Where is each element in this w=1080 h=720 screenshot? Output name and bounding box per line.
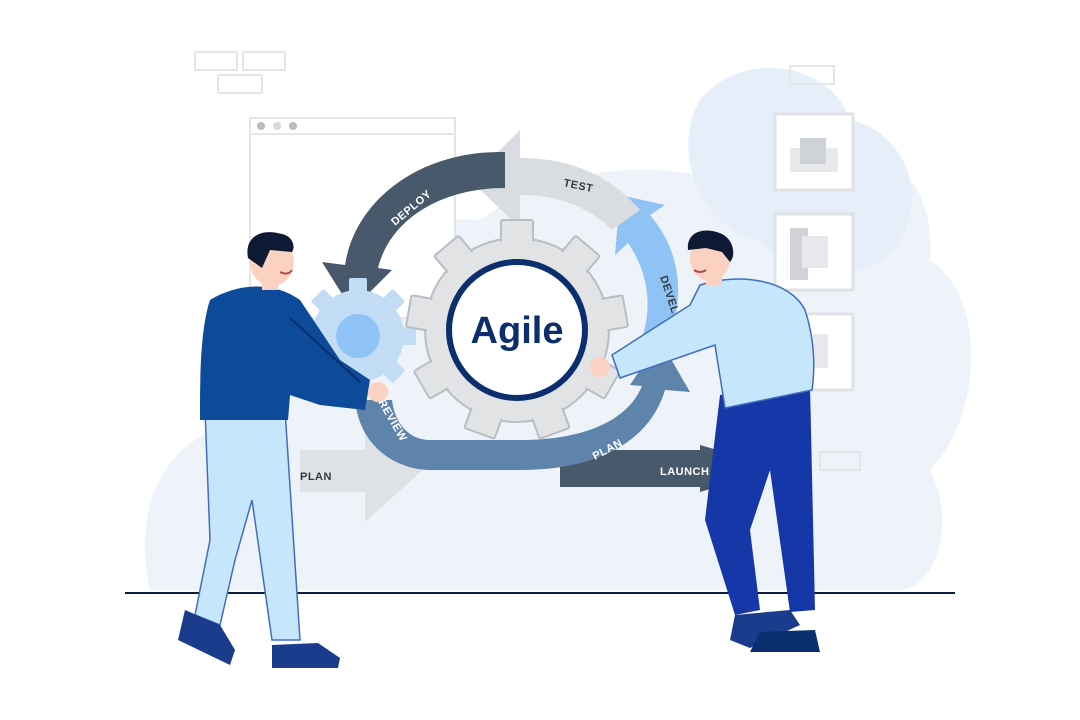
person-right-shoe bbox=[750, 630, 820, 652]
person-right-hair bbox=[687, 230, 734, 262]
person-right-hand bbox=[590, 357, 610, 377]
person-left-hand bbox=[368, 382, 388, 402]
person-right bbox=[590, 230, 820, 652]
develop-arc bbox=[615, 195, 679, 360]
person-left-shoe bbox=[178, 610, 235, 665]
person-left-pants bbox=[194, 409, 301, 641]
agile-title: Agile bbox=[471, 310, 564, 352]
main-gear bbox=[405, 219, 629, 440]
person-right-shirt bbox=[611, 278, 815, 409]
test-arc bbox=[470, 130, 640, 230]
stage-label-plan-start: PLAN bbox=[300, 471, 332, 483]
person-right-pants bbox=[705, 385, 815, 615]
window-dot bbox=[273, 122, 281, 130]
image-card bbox=[773, 112, 855, 192]
deploy-arc bbox=[322, 151, 505, 310]
person-left-shirt bbox=[200, 286, 370, 420]
window-dot bbox=[289, 122, 297, 130]
stage-label-launch: LAUNCH bbox=[660, 466, 709, 478]
person-left-shoe bbox=[272, 643, 340, 668]
agile-badge-ring bbox=[446, 259, 588, 401]
person-left-hair bbox=[247, 232, 294, 268]
window-dot bbox=[257, 122, 265, 130]
decorative-rectangles bbox=[194, 51, 861, 471]
person-left bbox=[178, 232, 388, 668]
image-card bbox=[773, 212, 855, 292]
person-right-shoe bbox=[730, 610, 800, 648]
plan-arc bbox=[355, 340, 690, 470]
